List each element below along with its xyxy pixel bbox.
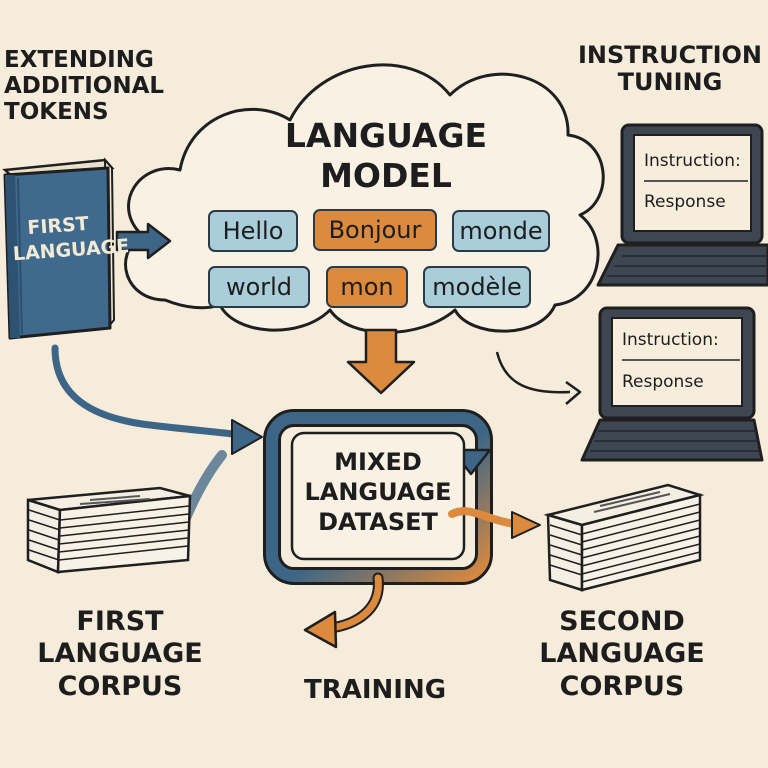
mixed-dataset-line-1: MIXED (334, 448, 422, 476)
arrow-model-to-dataset (346, 328, 416, 395)
second-corpus-line-1: SECOND (559, 606, 685, 637)
extending-tokens-label: EXTENDING ADDITIONAL TOKENS (4, 47, 169, 125)
token-bonjour: Bonjour (313, 209, 437, 251)
arrow-dataset-to-second-corpus (448, 507, 541, 539)
training-arrow (303, 572, 384, 649)
instruction-tuning-line-1: INSTRUCTION (577, 41, 763, 69)
language-model-line-2: MODEL (320, 155, 452, 195)
laptop-1-response: Response (644, 192, 726, 212)
training-label: TRAINING (303, 675, 447, 705)
first-language-corpus-icon (26, 486, 192, 574)
arrow-book-to-model (115, 222, 172, 260)
first-corpus-label: FIRST LANGUAGE CORPUS (30, 606, 210, 703)
first-corpus-line-2: LANGUAGE (37, 638, 203, 670)
laptop-top-icon (596, 123, 768, 287)
laptop-2-response: Response (622, 372, 704, 392)
laptop-2-instruction: Instruction: (622, 330, 719, 350)
language-model-title: LANGUAGE MODEL (252, 116, 520, 195)
cloud-shape (124, 63, 605, 334)
second-corpus-line-2: LANGUAGE (539, 638, 705, 670)
language-model-line-1: LANGUAGE (284, 116, 488, 155)
extending-line-1: EXTENDING (4, 47, 154, 73)
token-modele: modèle (423, 266, 531, 308)
token-world: world (208, 266, 310, 308)
token-hello: Hello (208, 210, 298, 252)
mixed-dataset-label: MIXED LANGUAGE DATASET (296, 447, 460, 537)
dataset-loop (263, 409, 493, 585)
second-language-corpus-icon (543, 483, 705, 592)
first-corpus-line-1: FIRST (76, 606, 164, 637)
mixed-dataset-line-2: LANGUAGE (304, 478, 452, 506)
token-monde: monde (452, 210, 550, 252)
book-title: FIRST LANGUAGE (10, 211, 130, 267)
laptop-1-instruction: Instruction: (644, 151, 741, 171)
instruction-tuning-label: INSTRUCTION TUNING (572, 42, 768, 96)
instruction-tuning-line-2: TUNING (617, 67, 723, 96)
second-corpus-label: SECOND LANGUAGE CORPUS (532, 606, 712, 703)
mixed-dataset-line-3: DATASET (318, 508, 438, 536)
extending-line-2: ADDITIONAL (4, 72, 165, 99)
arrow-to-instruction-tuning (495, 351, 582, 405)
second-corpus-line-3: CORPUS (559, 670, 685, 702)
extending-line-3: TOKENS (4, 98, 109, 125)
token-mon: mon (326, 266, 408, 308)
laptop-bottom-icon (580, 306, 764, 462)
first-language-book-icon (2, 157, 116, 340)
first-corpus-line-3: CORPUS (57, 670, 183, 702)
